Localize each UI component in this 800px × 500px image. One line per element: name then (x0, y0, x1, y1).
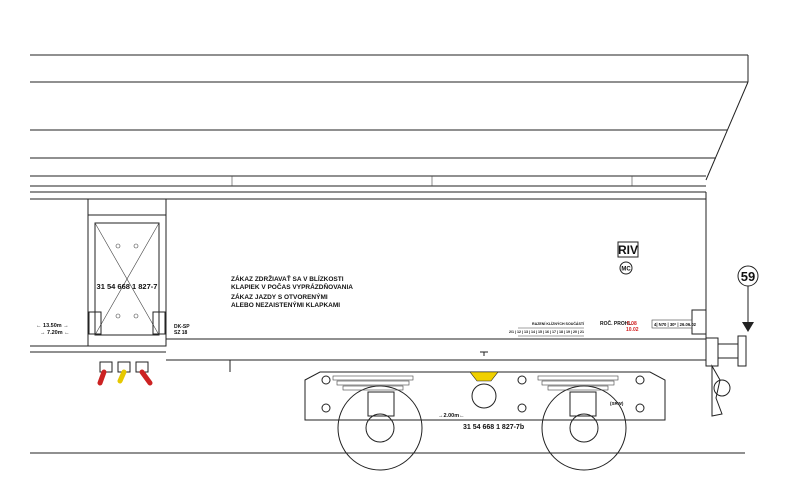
mc-mark: MC (619, 261, 633, 275)
panel-number: 31 54 668 1 827-7 (97, 282, 158, 291)
handle-yellow (117, 369, 127, 384)
body-main-panel (165, 192, 707, 372)
warning-line-4: ALEBO NEZAISTENÝMI KLAPKAMI (231, 300, 340, 309)
handle-red-1 (97, 369, 107, 386)
station-line-1: DK-SP (174, 324, 190, 330)
spring-left (332, 375, 414, 391)
callout-label: 59 (741, 269, 755, 284)
warning-text: ZÁKAZ ZDRŽIAVAŤ SA V BLÍZKOSTI KLAPIEK V… (231, 274, 353, 309)
callout-59: 59 (737, 265, 759, 332)
load-table-row: 2/1 | 12 | 13 | 14 | 15 | 16 | 17 | 18 |… (509, 330, 584, 334)
marker-yellow (469, 371, 499, 382)
length-frame: → 7.20m ← (40, 330, 70, 336)
warning-line-3: ZÁKAZ JAZDY S OTVORENÝMI (231, 292, 328, 301)
length-over-buffers: ← 13.50m → (36, 323, 69, 329)
bogie (304, 351, 666, 471)
warning-line-2: KLAPIEK V POČAS VYPRÁZDŇOVANIA (231, 282, 353, 291)
station-line-2: SZ 18 (174, 330, 188, 336)
revision-value-1: 5.08 (627, 321, 637, 327)
revision-label: ROČ. PROHL. (600, 320, 633, 327)
revision-value-2: 10.02 (626, 327, 639, 333)
bogie-distance: →2.00m← (438, 413, 465, 419)
mc-label: MC (621, 267, 631, 273)
srm-label: (SRW) (610, 401, 624, 406)
riv-label: RIV (618, 243, 638, 257)
bogie-number: 31 54 668 1 827-7b (463, 424, 524, 431)
buffer (705, 335, 747, 417)
handle-red-2 (139, 369, 153, 386)
revision-codes: 4| N70 | 30⁰ | 26.06.02 (654, 322, 697, 327)
load-table-title: RAZENÍ KLÍZNÝCH SOUČÁSTÍ (532, 321, 585, 326)
hopper-roof (30, 54, 749, 200)
spring-right (537, 375, 619, 391)
riv-mark: RIV (617, 241, 639, 258)
warning-line-1: ZÁKAZ ZDRŽIAVAŤ SA V BLÍZKOSTI (231, 274, 344, 283)
load-table: RAZENÍ KLÍZNÝCH SOUČÁSTÍ 2/1 | 12 | 13 |… (509, 321, 585, 337)
discharge-handles (97, 361, 153, 386)
